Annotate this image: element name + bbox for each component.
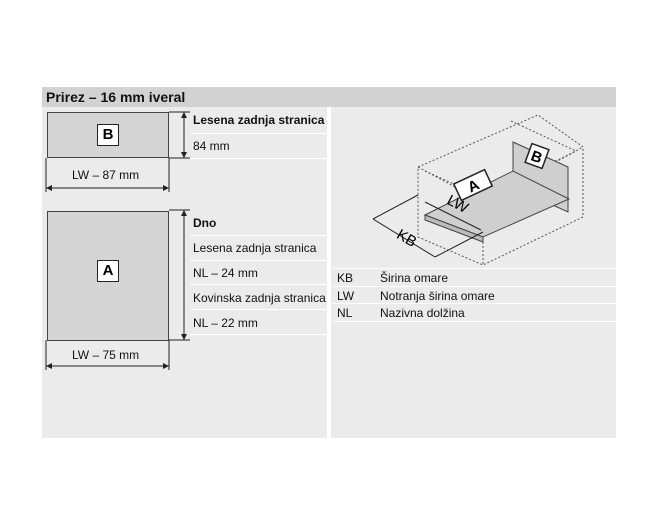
page-title: Prirez – 16 mm iveral	[42, 87, 616, 107]
divider	[327, 107, 331, 438]
legend-code: KB	[337, 271, 354, 285]
panel-a-row: NL – 22 mm	[193, 316, 258, 330]
panel-b-label: B	[97, 124, 119, 146]
legend-code: NL	[337, 306, 353, 320]
panel-a-width: LW – 75 mm	[72, 348, 140, 362]
panel-a-dimension-arrows	[45, 209, 190, 370]
legend-text: Nazivna dolžina	[380, 306, 465, 320]
panel-b-heading: Lesena zadnja stranica	[193, 113, 325, 127]
panel-b-height: 84 mm	[193, 139, 230, 153]
panel-a-row: Kovinska zadnja stranica	[193, 291, 326, 305]
legend-text: Notranja širina omare	[380, 289, 495, 303]
legend-text: Širina omare	[380, 271, 449, 285]
panel-b-dimension-arrows	[45, 111, 190, 192]
panel-b-width: LW – 87 mm	[72, 168, 140, 182]
panel-a-row: NL – 24 mm	[193, 266, 258, 280]
cabinet-diagram: A B LW KB	[372, 114, 584, 266]
panel-a-heading: Dno	[193, 216, 217, 230]
panel-a-label: A	[97, 260, 119, 282]
panel-a-row: Lesena zadnja stranica	[193, 241, 317, 255]
diagram-kb: KB	[394, 226, 420, 251]
legend-code: LW	[337, 289, 355, 303]
